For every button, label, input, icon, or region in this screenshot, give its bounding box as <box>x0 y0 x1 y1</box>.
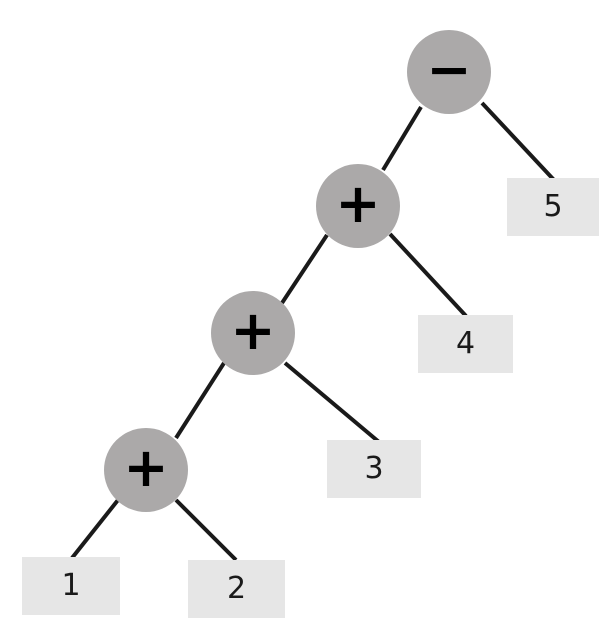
leaf-3[interactable]: 3 <box>327 440 421 498</box>
edge-plus-l3-to-leaf-1 <box>70 498 120 560</box>
minus-sign-icon: − <box>426 38 472 101</box>
op-plus-l3[interactable]: + <box>104 428 188 512</box>
edge-plus-l1-to-plus-l2 <box>280 233 329 305</box>
leaf-2[interactable]: 2 <box>188 560 285 618</box>
edge-plus-l2-to-plus-l3 <box>174 361 226 440</box>
plus-sign-icon: + <box>123 436 169 499</box>
op-plus-l2[interactable]: + <box>211 291 295 375</box>
leaf-label: 4 <box>455 326 476 361</box>
leaf-label: 2 <box>226 571 247 606</box>
leaf-label: 1 <box>61 568 81 603</box>
edge-plus-l3-to-leaf-2 <box>174 498 238 562</box>
edge-plus-l1-to-leaf-4 <box>388 232 468 318</box>
leaf-5[interactable]: 5 <box>507 178 599 236</box>
plus-sign-icon: + <box>230 299 276 362</box>
op-plus-l1[interactable]: + <box>316 164 400 248</box>
leaf-4[interactable]: 4 <box>418 315 513 373</box>
edge-root-to-plus-l1 <box>381 105 423 172</box>
leaf-1[interactable]: 1 <box>22 557 120 615</box>
edge-root-to-leaf-5 <box>480 101 556 182</box>
op-root-minus[interactable]: − <box>407 30 491 114</box>
leaf-label: 3 <box>364 451 384 486</box>
edge-plus-l2-to-leaf-3 <box>283 361 381 444</box>
leaf-label: 5 <box>543 189 563 224</box>
plus-sign-icon: + <box>335 172 381 235</box>
